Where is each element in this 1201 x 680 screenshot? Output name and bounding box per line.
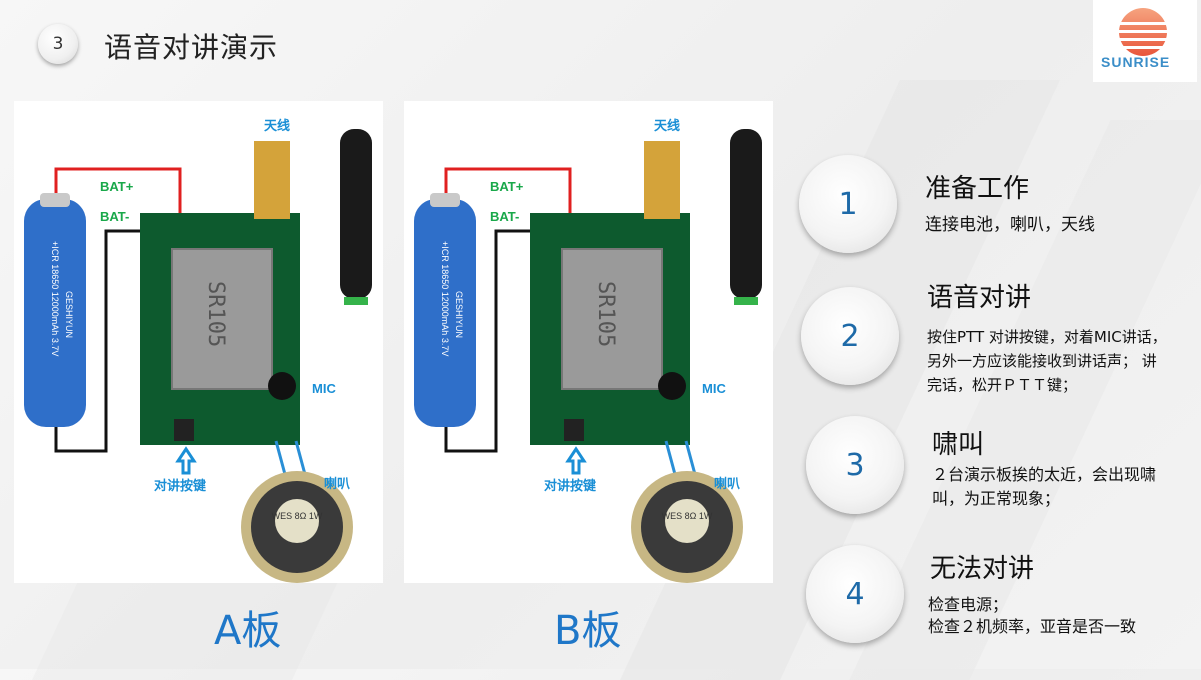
ptt-label: 对讲按键 <box>544 478 597 493</box>
ptt-label: 对讲按键 <box>154 478 207 493</box>
battery <box>24 199 86 427</box>
sma-connector <box>254 141 290 219</box>
sma-connector <box>644 141 680 219</box>
board-panel-a: +ICR 18650 12000mAh 3.7V GESHIYUN SR105 … <box>14 101 383 583</box>
speaker-label: 喇叭 <box>714 476 741 491</box>
step-1-desc: 连接电池，喇叭，天线 <box>925 215 1095 235</box>
chip-label: SR105 <box>593 281 618 347</box>
battery-model-text: +ICR 18650 12000mAh 3.7V <box>440 241 450 356</box>
page-title: 语音对讲演示 <box>104 31 279 64</box>
board-illustration: +ICR 18650 12000mAh 3.7V GESHIYUN SR105 … <box>24 129 372 583</box>
step-4-number: 4 <box>806 545 904 643</box>
board-panel-b: +ICR 18650 12000mAh 3.7V GESHIYUN SR105 … <box>404 101 773 583</box>
antenna-label: 天线 <box>654 118 681 133</box>
logo-text: SUNRISE <box>1101 54 1171 70</box>
board-illustration: +ICR 18650 12000mAh 3.7V GESHIYUN SR105 … <box>414 129 762 583</box>
speaker-text: WES 8Ω 1W <box>662 511 713 521</box>
bat-plus-label: BAT+ <box>490 179 524 194</box>
antenna-icon <box>340 129 372 299</box>
step-1-number: 1 <box>799 155 897 253</box>
board-a-label: A板 <box>214 608 282 654</box>
rf-module <box>171 248 273 390</box>
step-1-title: 准备工作 <box>925 174 1030 204</box>
arrow-up-icon <box>175 446 197 475</box>
antenna-icon <box>730 129 762 299</box>
arrow-up-icon <box>565 446 587 475</box>
bat-minus-label: BAT- <box>100 209 130 224</box>
antenna-label: 天线 <box>264 118 291 133</box>
step-3-desc: ２台演示板挨的太近，会出现啸叫，为正常现象； <box>932 465 1157 508</box>
mic-label: MIC <box>702 381 726 396</box>
ptt-button[interactable] <box>564 419 584 441</box>
step-4-desc: 检查电源； 检查２机频率，亚音是否一致 <box>928 595 1137 636</box>
section-number: 3 <box>38 24 78 64</box>
bat-plus-label: BAT+ <box>100 179 134 194</box>
mic-component <box>268 372 296 400</box>
step-3-number: 3 <box>806 416 904 514</box>
battery-brand-text: GESHIYUN <box>454 291 464 338</box>
step-2-number: 2 <box>801 287 899 385</box>
battery-brand-text: GESHIYUN <box>64 291 74 338</box>
sun-logo-icon <box>1113 8 1173 56</box>
board-b-label: B板 <box>554 608 622 654</box>
bat-minus-label: BAT- <box>490 209 520 224</box>
step-3-title: 啸叫 <box>932 430 985 460</box>
battery-model-text: +ICR 18650 12000mAh 3.7V <box>50 241 60 356</box>
ptt-button[interactable] <box>174 419 194 441</box>
mic-component <box>658 372 686 400</box>
speaker-label: 喇叭 <box>324 476 351 491</box>
step-4-title: 无法对讲 <box>930 554 1035 584</box>
speaker-text: WES 8Ω 1W <box>272 511 323 521</box>
battery <box>414 199 476 427</box>
chip-label: SR105 <box>203 281 228 347</box>
mic-label: MIC <box>312 381 336 396</box>
rf-module <box>561 248 663 390</box>
step-2-desc: 按住PTT 对讲按键，对着MIC讲话，另外一方应该能接收到讲话声； 讲完话，松开… <box>927 328 1167 394</box>
step-2-title: 语音对讲 <box>927 283 1032 313</box>
sunrise-logo: SUNRISE <box>1093 0 1197 82</box>
